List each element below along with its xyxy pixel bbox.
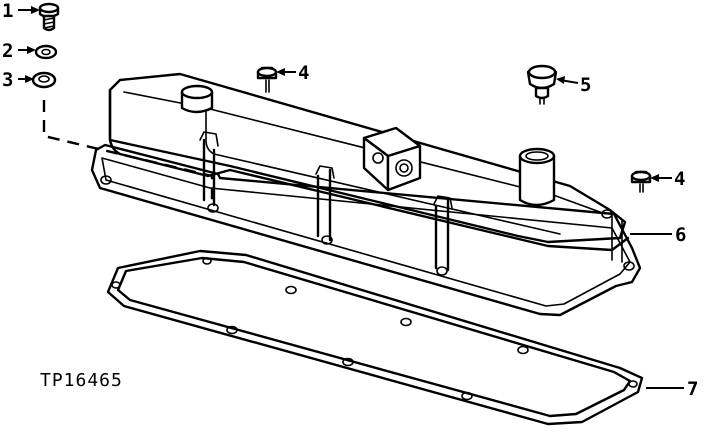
cap-screw-4b-part: [630, 170, 652, 193]
callout-6: 6: [675, 224, 686, 246]
lock-washer-2-part: [34, 44, 58, 60]
leader-lines: [18, 6, 684, 389]
valve-cover: [90, 72, 642, 317]
flange-bolt-holes: [100, 175, 635, 276]
breather-block: [362, 126, 422, 192]
callout-3: 3: [2, 69, 13, 91]
install-path-line: [42, 100, 214, 204]
callout-2: 2: [2, 40, 13, 62]
breather-fitting-5-part: [526, 64, 558, 105]
callout-4b: 4: [674, 168, 685, 190]
cover-gasket: [106, 249, 644, 426]
cap-screw-1-part: [38, 2, 60, 32]
callout-4a: 4: [298, 62, 309, 84]
callout-5: 5: [580, 74, 591, 96]
cap-screw-4a-part: [256, 66, 278, 93]
oil-filler-tube: [518, 147, 556, 207]
gasket-bolt-holes: [111, 257, 638, 401]
callout-7: 7: [687, 378, 698, 400]
callout-1: 1: [2, 0, 13, 22]
figure-reference: TP16465: [40, 370, 123, 391]
cover-boss: [180, 84, 214, 114]
sealing-washer-3-part: [31, 71, 57, 89]
